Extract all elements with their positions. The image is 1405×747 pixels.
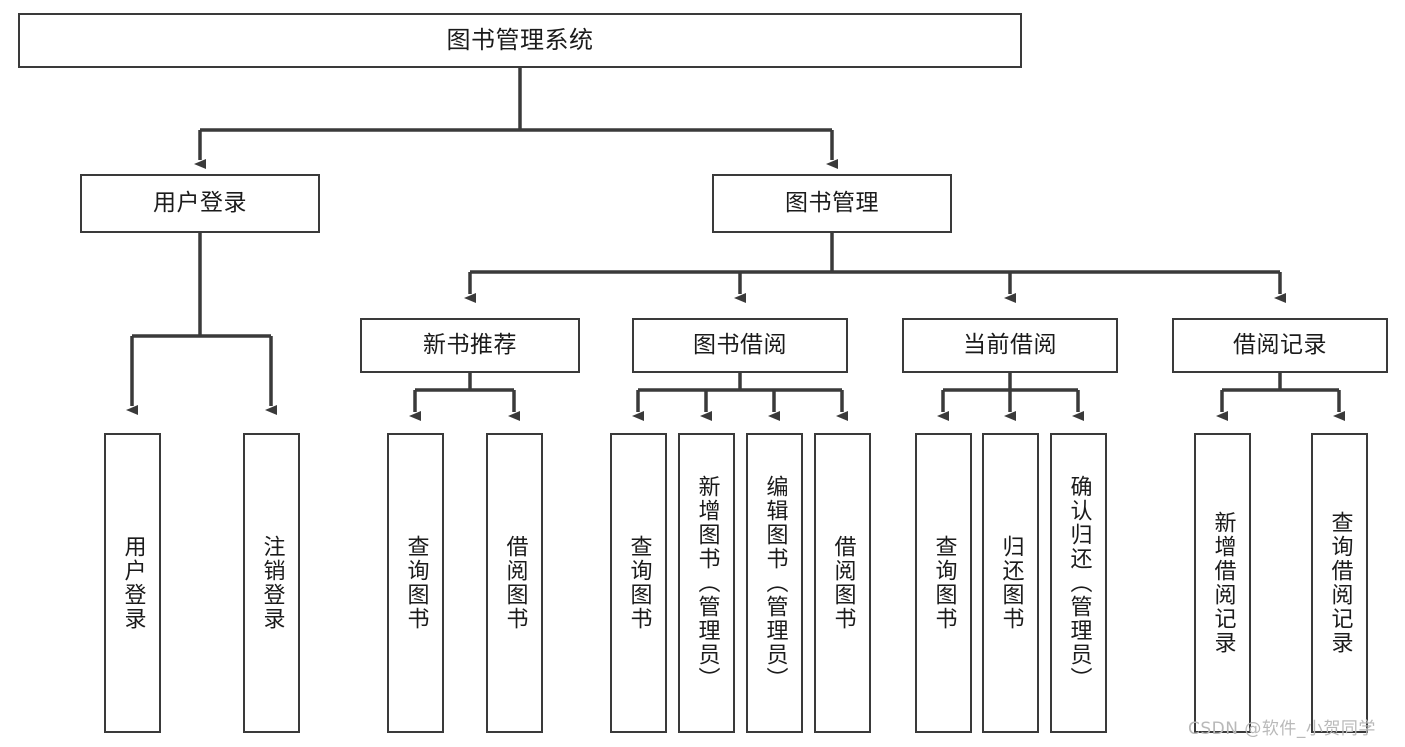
node-label: 当前借阅 [963, 331, 1057, 358]
node-label: 归还图书 [998, 535, 1024, 631]
node-label: 图书借阅 [693, 331, 787, 358]
leaf-record-add-record[interactable]: 新增借阅记录 [1194, 433, 1251, 733]
node-root-system[interactable]: 图书管理系统 [18, 13, 1022, 68]
node-label: 新书推荐 [423, 331, 517, 358]
node-label: 用户登录 [153, 189, 247, 216]
node-label: 图书管理系统 [446, 26, 594, 55]
node-borrow-record[interactable]: 借阅记录 [1172, 318, 1388, 373]
leaf-borrow-query-book[interactable]: 查询图书 [610, 433, 667, 733]
node-label: 新增图书（管理员） [694, 475, 720, 691]
leaf-current-query-book[interactable]: 查询图书 [915, 433, 972, 733]
node-label: 查询图书 [626, 535, 652, 631]
node-label: 图书管理 [785, 189, 879, 216]
node-book-management[interactable]: 图书管理 [712, 174, 952, 233]
node-label: 查询借阅记录 [1327, 511, 1353, 655]
node-book-borrow[interactable]: 图书借阅 [632, 318, 848, 373]
leaf-current-confirm-return-admin[interactable]: 确认归还（管理员） [1050, 433, 1107, 733]
leaf-current-return-book[interactable]: 归还图书 [982, 433, 1039, 733]
leaf-record-query-record[interactable]: 查询借阅记录 [1311, 433, 1368, 733]
node-new-book-recommend[interactable]: 新书推荐 [360, 318, 580, 373]
node-label: 借阅图书 [830, 535, 856, 631]
csdn-watermark: CSDN @软件_小贺同学 [1188, 719, 1376, 739]
node-label: 查询图书 [403, 535, 429, 631]
leaf-borrow-add-book-admin[interactable]: 新增图书（管理员） [678, 433, 735, 733]
node-label: 用户登录 [120, 535, 146, 631]
leaf-borrow-borrow-book[interactable]: 借阅图书 [814, 433, 871, 733]
node-current-borrow[interactable]: 当前借阅 [902, 318, 1118, 373]
leaf-user-login[interactable]: 用户登录 [104, 433, 161, 733]
node-label: 查询图书 [931, 535, 957, 631]
node-label: 注销登录 [259, 535, 285, 631]
node-label: 确认归还（管理员） [1066, 475, 1092, 691]
node-label: 借阅记录 [1233, 331, 1327, 358]
node-label: 借阅图书 [502, 535, 528, 631]
leaf-newbook-borrow-book[interactable]: 借阅图书 [486, 433, 543, 733]
node-label: 新增借阅记录 [1210, 511, 1236, 655]
leaf-user-logout[interactable]: 注销登录 [243, 433, 300, 733]
node-user-login[interactable]: 用户登录 [80, 174, 320, 233]
leaf-newbook-query-book[interactable]: 查询图书 [387, 433, 444, 733]
node-label: 编辑图书（管理员） [762, 475, 788, 691]
leaf-borrow-edit-book-admin[interactable]: 编辑图书（管理员） [746, 433, 803, 733]
